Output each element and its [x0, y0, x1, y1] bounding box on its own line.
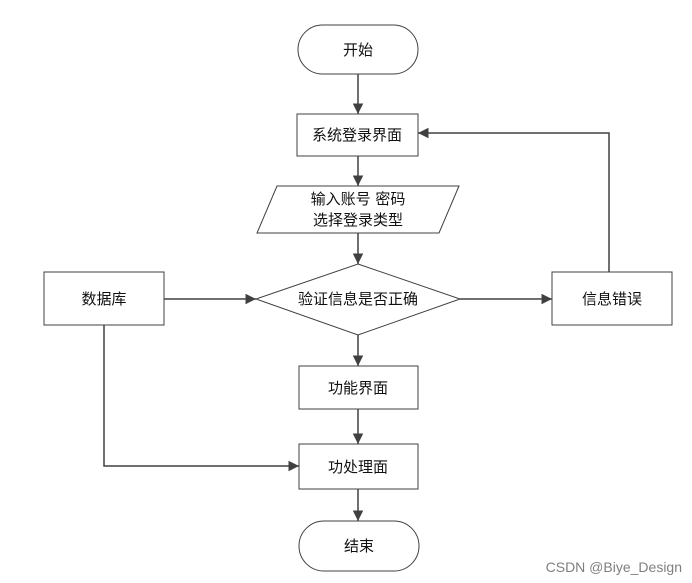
input-node: 输入账号 密码 选择登录类型	[256, 185, 460, 234]
verify-label: 验证信息是否正确	[298, 290, 418, 308]
edge-database-to-process	[103, 325, 299, 472]
error-label: 信息错误	[582, 290, 642, 308]
database-node: 数据库	[43, 271, 165, 326]
start-label: 开始	[343, 41, 373, 59]
error-node: 信息错误	[551, 271, 673, 326]
end-node: 结束	[298, 520, 420, 572]
edge-error-to-login	[418, 127, 610, 272]
input-label-line2: 选择登录类型	[313, 211, 403, 229]
process-page-label: 功处理面	[328, 458, 388, 476]
watermark-text: CSDN @Biye_Design	[545, 559, 682, 575]
database-label: 数据库	[81, 290, 126, 308]
function-page-node: 功能界面	[298, 365, 419, 410]
input-label-line1: 输入账号 密码	[311, 190, 406, 208]
edges	[103, 74, 610, 521]
end-label: 结束	[344, 537, 374, 555]
verify-decision-node: 验证信息是否正确	[254, 263, 462, 336]
start-node: 开始	[297, 24, 419, 75]
function-page-label: 功能界面	[328, 379, 388, 397]
login-page-label: 系统登录界面	[312, 126, 402, 144]
login-page-node: 系统登录界面	[296, 113, 419, 157]
process-page-node: 功处理面	[298, 443, 419, 490]
